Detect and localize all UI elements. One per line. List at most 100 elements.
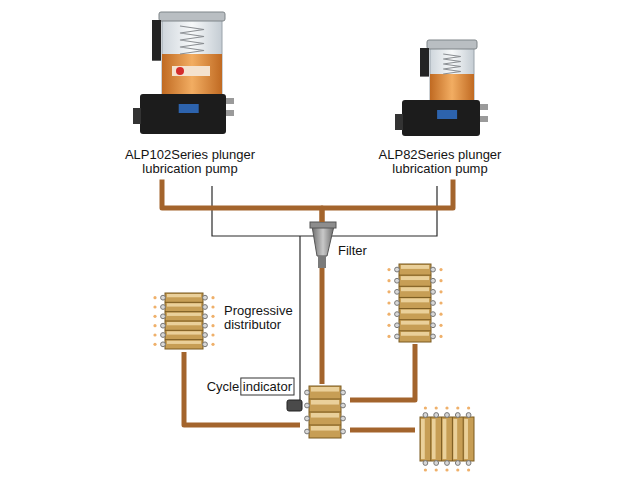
grease-dot — [153, 296, 156, 299]
grease-dot — [445, 468, 448, 471]
section-joint — [463, 417, 464, 461]
grease-dot — [211, 305, 214, 308]
pump-label: ALP102Series plunger lubrication pump — [115, 148, 265, 177]
grease-dot — [439, 268, 442, 271]
section-highlight — [401, 332, 429, 336]
outlet — [161, 333, 166, 338]
filter-stem — [318, 256, 326, 268]
outlet — [395, 334, 400, 339]
outlet — [431, 334, 436, 339]
grease-dot — [439, 290, 442, 293]
distributor-node — [415, 406, 479, 470]
filter-cap — [310, 222, 336, 228]
section-joint — [441, 417, 442, 461]
pump-node: ALP82Series plunger lubrication pump — [365, 8, 515, 180]
outlet — [341, 416, 346, 421]
grease-dot — [387, 301, 390, 304]
section-joint — [165, 311, 203, 312]
section-joint — [309, 399, 341, 400]
grease-dot — [387, 313, 390, 316]
outlet — [203, 295, 208, 300]
grease-dot — [435, 406, 438, 409]
outlet — [203, 323, 208, 328]
outlet — [161, 314, 166, 319]
section-highlight — [167, 331, 201, 334]
reservoir-cap — [159, 12, 225, 21]
reservoir — [430, 48, 474, 100]
outlet — [434, 413, 439, 418]
grease-dot — [439, 324, 442, 327]
outlet — [305, 429, 310, 434]
grease-dot — [445, 406, 448, 409]
distributor-node — [388, 260, 442, 344]
grease-dot — [387, 290, 390, 293]
outlet — [395, 289, 400, 294]
grease-dot — [153, 305, 156, 308]
connector — [133, 108, 141, 124]
outlet-fitting — [480, 104, 488, 110]
grease-dot — [424, 468, 427, 471]
outlet — [305, 416, 310, 421]
section-highlight — [167, 322, 201, 325]
section-joint — [399, 308, 431, 309]
outlet — [161, 323, 166, 328]
outlet — [466, 413, 471, 418]
outlet — [203, 333, 208, 338]
filter-node: Filter — [310, 222, 380, 268]
reservoir — [162, 20, 222, 94]
section-highlight — [401, 321, 429, 325]
outlet — [466, 461, 471, 466]
filter-illustration — [310, 222, 336, 268]
display — [179, 104, 199, 113]
section-highlight — [311, 400, 339, 405]
grease-pipe — [320, 268, 325, 384]
signal-wire — [299, 236, 300, 400]
spring — [443, 54, 461, 74]
outlet — [423, 413, 428, 418]
distributor-illustration — [305, 386, 346, 438]
distributor-node: Progressive distributor — [150, 290, 218, 352]
grease-dot — [439, 279, 442, 282]
distributor-node: Cycle indicator — [300, 384, 350, 440]
pump-base — [402, 100, 480, 136]
outlet — [161, 342, 166, 347]
grease-dot — [387, 335, 390, 338]
outlet — [445, 461, 450, 466]
outlet — [445, 413, 450, 418]
filter-body — [312, 226, 334, 256]
outlet — [434, 461, 439, 466]
grease-pipe — [350, 428, 415, 433]
outlet — [423, 461, 428, 466]
pump-illustration — [133, 12, 234, 134]
grease-dot — [153, 315, 156, 318]
section-joint — [430, 417, 431, 461]
section-joint — [165, 302, 203, 303]
grease-dot — [211, 333, 214, 336]
outlet — [341, 403, 346, 408]
grease-dot — [439, 335, 442, 338]
grease-dot — [211, 315, 214, 318]
motor — [152, 20, 161, 61]
spring — [180, 26, 204, 54]
grease-fill — [430, 74, 474, 100]
outlet — [203, 342, 208, 347]
section-joint — [452, 417, 453, 461]
section-joint — [399, 297, 431, 298]
outlet — [341, 429, 346, 434]
cycle-indicator-sensor — [287, 400, 302, 411]
section-joint — [165, 330, 203, 331]
grease-dot — [211, 343, 214, 346]
grease-dot — [153, 333, 156, 336]
pump-illustration — [395, 40, 488, 136]
grease-dot — [467, 406, 470, 409]
reservoir-cap — [427, 40, 477, 49]
grease-dot — [211, 296, 214, 299]
outlet — [341, 390, 346, 395]
section-highlight — [401, 287, 429, 291]
outlet — [161, 305, 166, 310]
section-joint — [399, 330, 431, 331]
section-joint — [165, 321, 203, 322]
section-highlight — [167, 294, 201, 297]
